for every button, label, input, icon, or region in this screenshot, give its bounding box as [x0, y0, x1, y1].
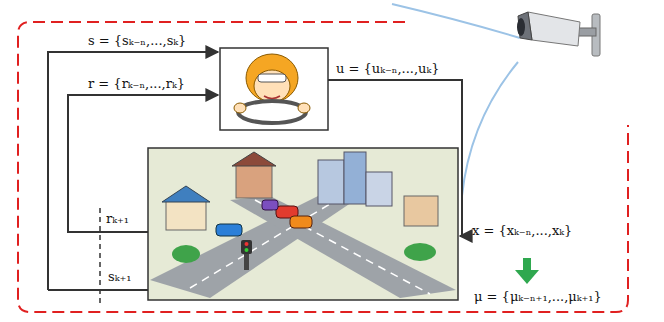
signal-label: s = {sₖ₋ₙ,...,sₖ} [88, 34, 186, 48]
signal-line [460, 235, 470, 237]
camera-view-line [462, 62, 518, 196]
traffic-environment-illustration [148, 148, 458, 300]
signal-label: r = {rₖ₋ₙ,...,rₖ} [88, 77, 185, 91]
observation-label: x = {xₖ₋ₙ,...,xₖ} [472, 224, 572, 238]
signal-label: sₖ₊₁ [108, 270, 132, 284]
estimate-label: μ = {μₖ₋ₙ₊₁,...,μₖ₊₁} [474, 290, 602, 304]
camera-view-line [392, 4, 520, 38]
system-boundary [18, 22, 628, 312]
signal-label: u = {uₖ₋ₙ,...,uₖ} [336, 62, 439, 76]
camera-icon [517, 12, 600, 56]
driver-illustration [220, 48, 328, 130]
signal-line [48, 289, 148, 291]
time-divider [99, 208, 101, 305]
signal-label: rₖ₊₁ [106, 212, 129, 226]
signal-line [48, 52, 470, 305]
estimate-arrow [515, 258, 539, 284]
